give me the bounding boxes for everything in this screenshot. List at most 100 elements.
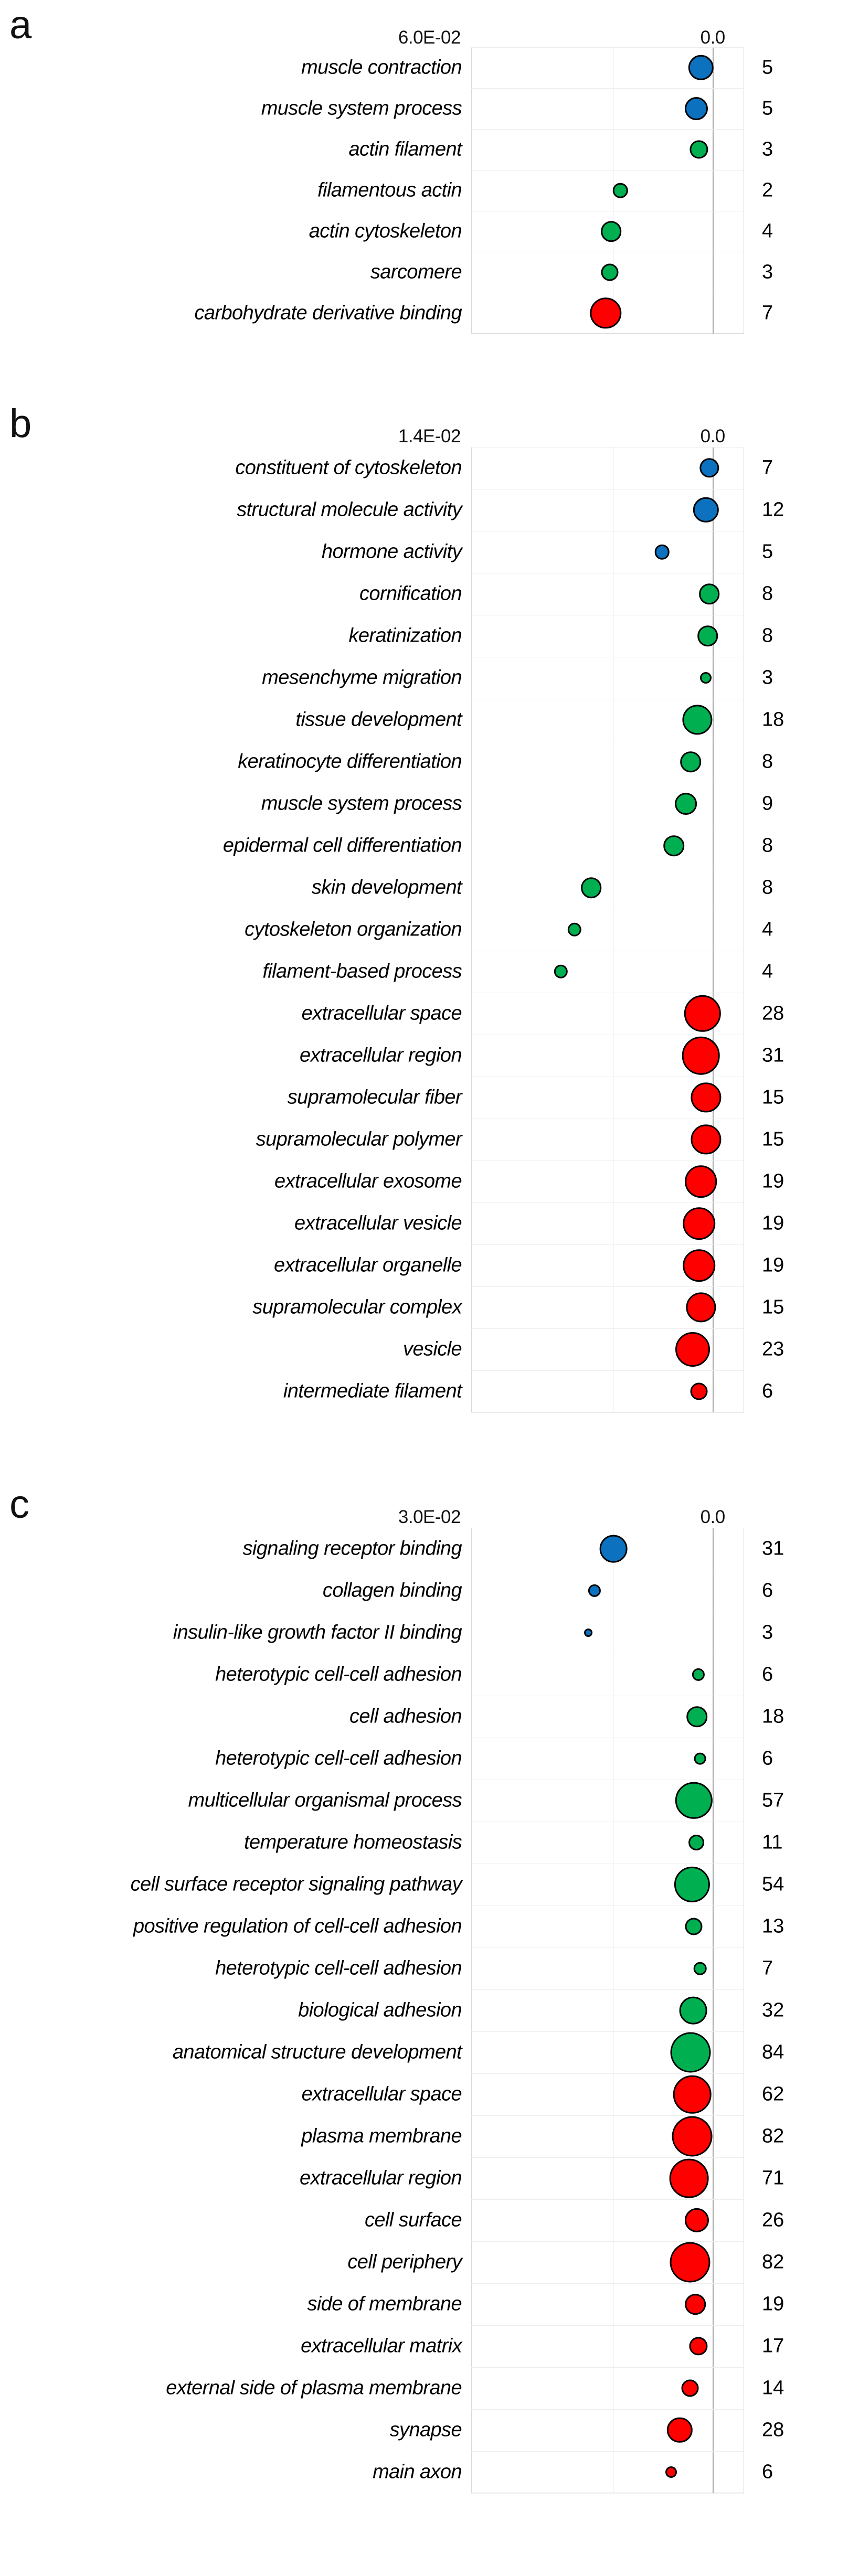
- bubble-green: [601, 263, 619, 281]
- bubble-red: [669, 2158, 709, 2198]
- go-term-label: tissue development: [295, 708, 462, 731]
- go-term-label: sarcomere: [370, 261, 462, 283]
- go-term-label: actin filament: [348, 138, 462, 161]
- plot-bottom-border: [471, 333, 744, 334]
- gene-count-value: 23: [762, 1338, 784, 1360]
- go-term-label: plasma membrane: [301, 2125, 462, 2147]
- go-term-label: signaling receptor binding: [242, 1537, 462, 1560]
- gene-count-value: 6: [762, 2461, 773, 2483]
- gene-count-value: 62: [762, 2083, 784, 2105]
- axis-max-pvalue-label: 1.4E-02: [398, 426, 461, 446]
- gene-count-value: 18: [762, 1705, 784, 1728]
- gene-count-value: 18: [762, 708, 784, 731]
- gene-count-value: 31: [762, 1537, 784, 1560]
- gene-count-value: 28: [762, 2419, 784, 2441]
- bubble-red: [685, 2294, 706, 2315]
- bubble-green: [612, 183, 628, 198]
- horizontal-gridline: [471, 2367, 744, 2368]
- gene-count-value: 15: [762, 1086, 784, 1109]
- bubble-green: [567, 922, 581, 937]
- go-term-label: extracellular space: [301, 2083, 462, 2105]
- bubble-red: [673, 2075, 712, 2114]
- go-term-label: extracellular space: [301, 1002, 462, 1025]
- go-term-label: insulin-like growth factor II binding: [173, 1621, 462, 1644]
- gene-count-value: 15: [762, 1296, 784, 1318]
- gene-count-value: 31: [762, 1044, 784, 1067]
- gene-count-value: 54: [762, 1873, 784, 1896]
- bubble-red: [683, 1249, 716, 1282]
- horizontal-gridline: [471, 2409, 744, 2410]
- gene-count-value: 6: [762, 1663, 773, 1686]
- gene-count-value: 19: [762, 1254, 784, 1276]
- bubble-red: [689, 2337, 708, 2356]
- go-term-label: heterotypic cell-cell adhesion: [215, 1957, 462, 1979]
- bubble-red: [667, 2417, 693, 2443]
- bubble-red: [665, 2466, 677, 2478]
- go-term-label: extracellular organelle: [274, 1254, 462, 1276]
- go-term-label: hormone activity: [321, 540, 462, 563]
- horizontal-gridline: [471, 1328, 744, 1329]
- bubble-red: [684, 995, 722, 1032]
- zero-axis-line: [713, 47, 714, 334]
- gene-count-value: 19: [762, 1170, 784, 1193]
- horizontal-gridline: [471, 1370, 744, 1371]
- gene-count-value: 8: [762, 582, 773, 605]
- axis-zero-label: 0.0: [700, 426, 726, 446]
- bubble-green: [600, 221, 622, 242]
- horizontal-gridline: [471, 2493, 744, 2494]
- bubble-blue: [684, 97, 708, 120]
- horizontal-gridline: [471, 1989, 744, 1990]
- gene-count-value: 3: [762, 1621, 773, 1644]
- bubble-red: [683, 1207, 716, 1240]
- gene-count-value: 5: [762, 56, 773, 79]
- bubble-green: [700, 672, 712, 684]
- go-term-label: supramolecular polymer: [256, 1128, 462, 1151]
- horizontal-gridline: [471, 1286, 744, 1287]
- go-term-label: extracellular matrix: [301, 2335, 462, 2357]
- gene-count-value: 71: [762, 2167, 784, 2189]
- gene-count-value: 5: [762, 540, 773, 563]
- gene-count-value: 7: [762, 456, 773, 479]
- go-term-label: keratinocyte differentiation: [238, 750, 462, 773]
- go-term-label: heterotypic cell-cell adhesion: [215, 1747, 462, 1770]
- gene-count-value: 28: [762, 1002, 784, 1025]
- bubble-red: [672, 2116, 713, 2157]
- go-term-label: extracellular region: [299, 1044, 462, 1067]
- gene-count-value: 3: [762, 138, 773, 161]
- gene-count-value: 13: [762, 1915, 784, 1938]
- horizontal-gridline: [471, 2241, 744, 2242]
- bubble-green: [670, 2032, 711, 2073]
- go-term-label: cell surface: [365, 2209, 462, 2231]
- go-term-label: intermediate filament: [283, 1380, 462, 1402]
- gene-count-value: 8: [762, 750, 773, 773]
- bubble-green: [674, 793, 697, 815]
- gene-count-value: 19: [762, 2293, 784, 2315]
- gene-count-value: 8: [762, 624, 773, 647]
- gene-count-value: 5: [762, 97, 773, 120]
- bubble-red: [590, 297, 621, 329]
- horizontal-gridline: [471, 1412, 744, 1413]
- go-term-label: main axon: [373, 2461, 462, 2483]
- zero-axis-line: [713, 447, 714, 1412]
- gene-count-value: 14: [762, 2377, 784, 2399]
- horizontal-gridline: [471, 2283, 744, 2284]
- go-term-label: skin development: [311, 876, 462, 899]
- bubble-red: [675, 1332, 710, 1367]
- go-term-label: multicellular organismal process: [188, 1789, 462, 1812]
- bubble-green: [675, 1782, 713, 1819]
- gene-count-value: 8: [762, 876, 773, 899]
- plot-left-border: [471, 447, 472, 1412]
- bubble-blue: [693, 497, 719, 523]
- bubble-red: [686, 1292, 716, 1323]
- gene-count-value: 11: [762, 1831, 783, 1854]
- horizontal-gridline: [471, 2157, 744, 2158]
- bubble-green: [692, 1668, 705, 1681]
- gene-count-value: 4: [762, 960, 773, 983]
- gene-count-value: 82: [762, 2125, 784, 2147]
- axis-zero-label: 0.0: [700, 1507, 726, 1527]
- go-term-label: extracellular exosome: [274, 1170, 462, 1193]
- bubble-blue: [588, 1584, 601, 1598]
- bubble-blue: [599, 1535, 628, 1563]
- gene-count-value: 2: [762, 179, 773, 201]
- gene-count-value: 9: [762, 792, 773, 815]
